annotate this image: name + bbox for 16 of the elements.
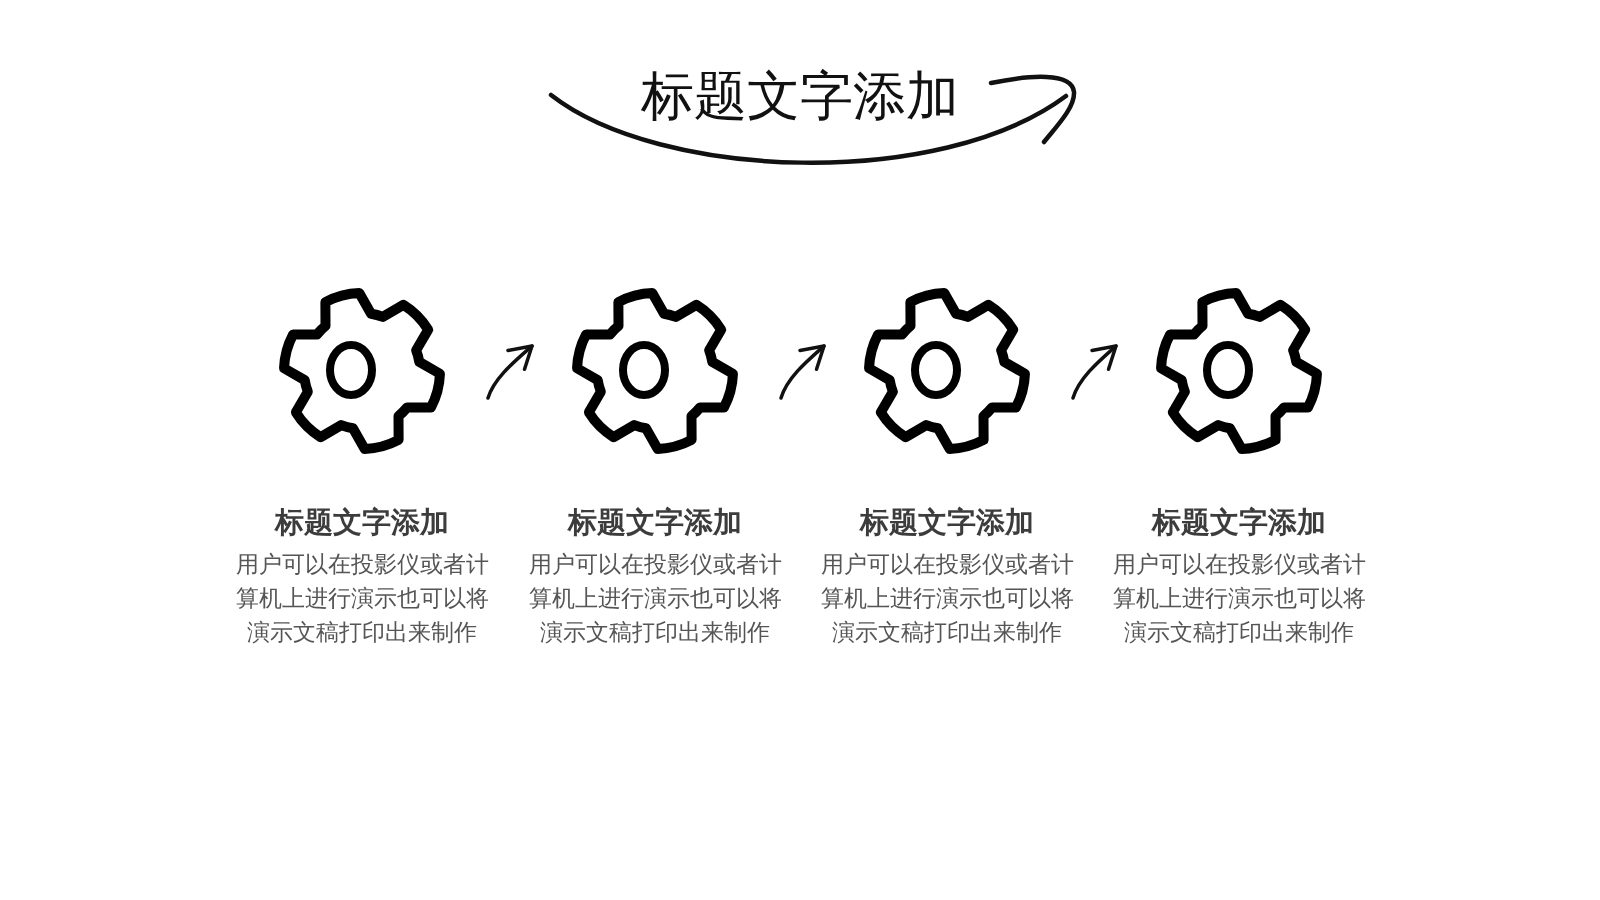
description: 用户可以在投影仪或者计算机上进行演示也可以将演示文稿打印出来制作 (820, 550, 1074, 647)
arrow (779, 344, 826, 400)
heading: 标题文字添加 (860, 504, 1034, 540)
arrow (1071, 344, 1118, 400)
heading: 标题文字添加 (275, 504, 449, 540)
heading: 标题文字添加 (1152, 504, 1326, 540)
description: 用户可以在投影仪或者计算机上进行演示也可以将演示文稿打印出来制作 (528, 550, 782, 647)
gear-icon (1155, 287, 1323, 455)
heading: 标题文字添加 (568, 504, 742, 540)
gear-icon (863, 287, 1031, 455)
arrow (486, 344, 534, 400)
gear-icon (571, 287, 739, 455)
description: 用户可以在投影仪或者计算机上进行演示也可以将演示文稿打印出来制作 (235, 550, 489, 647)
title: 标题文字添加 (641, 65, 959, 127)
gear-icon (278, 287, 446, 455)
description: 用户可以在投影仪或者计算机上进行演示也可以将演示文稿打印出来制作 (1112, 550, 1366, 647)
